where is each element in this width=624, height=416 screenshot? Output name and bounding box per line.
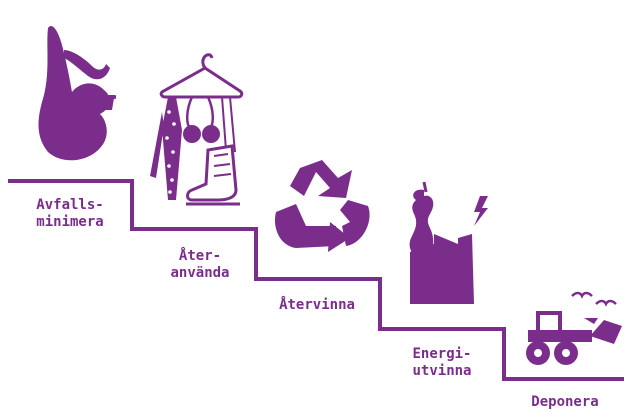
label-avfallsminimera: Avfalls- minimera [20, 197, 120, 231]
label-deponera: Deponera [514, 394, 616, 411]
apple-core-power-plant-icon [410, 182, 488, 304]
label-line: utvinna [390, 363, 494, 380]
label-line: Åter- [150, 248, 250, 265]
bulldozer-birds-icon [526, 293, 622, 365]
label-line: använda [150, 265, 250, 282]
label-line: Deponera [514, 394, 616, 411]
label-line: Återvinna [262, 297, 372, 314]
label-atervinna: Återvinna [262, 297, 372, 314]
label-ateranvanda: Åter- använda [150, 248, 250, 282]
label-energiutvinna: Energi- utvinna [390, 346, 494, 380]
recycle-icon [275, 160, 370, 252]
hanger-tie-earmuffs-skate-icon [150, 55, 242, 204]
label-line: minimera [20, 214, 120, 231]
label-line: Avfalls- [20, 197, 120, 214]
label-line: Energi- [390, 346, 494, 363]
ok-hand-icon [39, 26, 117, 160]
